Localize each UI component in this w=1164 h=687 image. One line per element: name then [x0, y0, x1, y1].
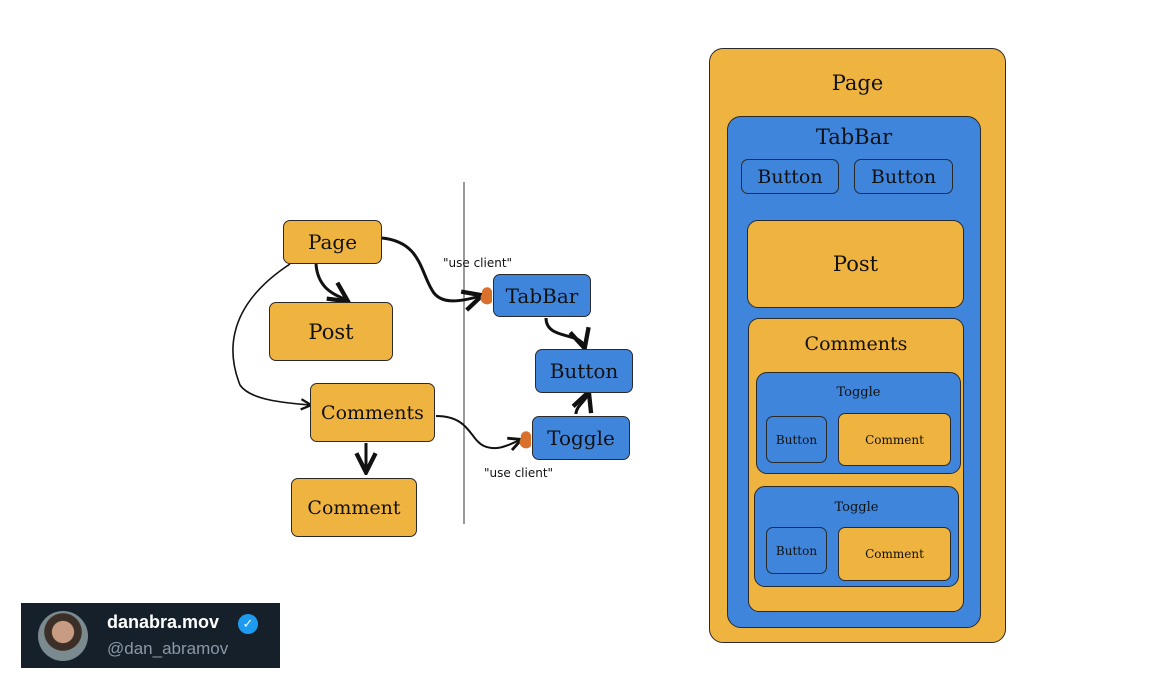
avatar[interactable]: [38, 611, 88, 661]
tree-toggle-1-comment: Comment: [838, 413, 951, 466]
tree-tab-button-1: Button: [741, 159, 839, 194]
graph-node-comment-label: Comment: [307, 496, 401, 519]
tree-toggle-1-comment-label: Comment: [865, 432, 924, 447]
author-handle[interactable]: @dan_abramov: [107, 639, 229, 658]
author-badge[interactable]: danabra.mov ✓ @dan_abramov: [21, 603, 280, 668]
tree-tab-button-2: Button: [854, 159, 953, 194]
tree-toggle-2-button-label: Button: [775, 543, 818, 558]
tree-toggle-1-title: Toggle: [836, 385, 881, 400]
tree-toggle-2-title: Toggle: [834, 500, 879, 515]
tree-toggle-2-comment: Comment: [838, 527, 951, 581]
edge-comments-toggle: [435, 415, 520, 448]
tree-tab-button-1-label: Button: [757, 165, 823, 188]
graph-node-post-label: Post: [308, 319, 354, 344]
graph-node-comments: Comments: [310, 383, 435, 442]
tree-toggle-1-button-label: Button: [775, 432, 818, 447]
tree-tabbar-title: TabBar: [815, 125, 893, 149]
client-marker-tabbar: [480, 287, 492, 305]
edge-page-tabbar: [381, 236, 480, 301]
client-marker-toggle: [519, 431, 531, 449]
graph-node-post: Post: [269, 302, 393, 361]
graph-node-toggle-label: Toggle: [547, 426, 615, 450]
tree-toggle-2-button: Button: [766, 527, 827, 574]
verified-check-icon: ✓: [238, 614, 258, 634]
tree-post-label: Post: [832, 252, 879, 276]
tree-page-title: Page: [831, 71, 884, 95]
graph-node-tabbar: TabBar: [493, 274, 591, 317]
use-client-label-top: "use client": [443, 256, 513, 270]
tree-post: Post: [747, 220, 964, 308]
edge-page-post: [314, 263, 346, 300]
edge-toggle-button: [576, 394, 588, 415]
graph-node-tabbar-label: TabBar: [505, 283, 579, 308]
graph-node-page-label: Page: [307, 230, 358, 254]
tree-tab-button-2-label: Button: [870, 165, 937, 188]
use-client-label-bottom: "use client": [484, 466, 554, 480]
tree-comments-title: Comments: [804, 333, 908, 355]
graph-node-button: Button: [535, 349, 633, 393]
graph-node-toggle: Toggle: [532, 416, 630, 460]
tree-toggle-1-button: Button: [766, 416, 827, 463]
graph-node-comment: Comment: [291, 478, 417, 537]
graph-node-comments-label: Comments: [321, 401, 424, 424]
graph-node-page: Page: [283, 220, 382, 264]
edge-page-comments: [232, 263, 310, 405]
graph-node-button-label: Button: [549, 359, 619, 383]
author-name[interactable]: danabra.mov: [107, 612, 220, 632]
tree-toggle-2-comment-label: Comment: [865, 547, 924, 561]
edge-tabbar-button: [544, 317, 584, 346]
